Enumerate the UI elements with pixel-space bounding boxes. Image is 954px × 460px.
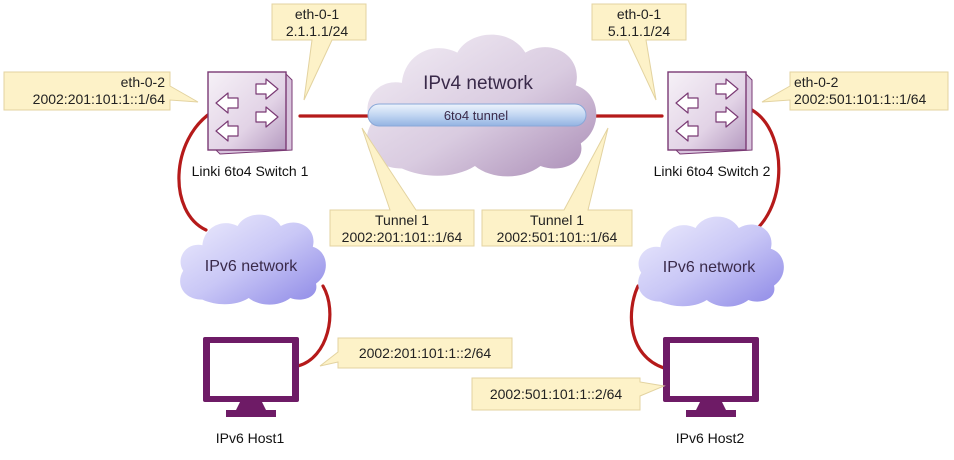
ipv6-network-cloud-right: IPv6 network — [638, 216, 784, 307]
ipv4-network-label: IPv4 network — [423, 73, 533, 94]
callout-address: 2002:201:101:1::2/64 — [359, 345, 492, 361]
link-ipv6-right-host2 — [629, 284, 666, 370]
switch-2-label: Linki 6to4 Switch 2 — [654, 163, 771, 179]
ipv6-network-right-label: IPv6 network — [663, 259, 756, 276]
callout-address: 2002:201:101:1::1/64 — [33, 91, 166, 107]
monitor-icon — [663, 337, 759, 417]
host-2: IPv6 Host2 — [663, 337, 759, 446]
callout-address: 2.1.1.1/24 — [286, 23, 348, 39]
switch-2: Linki 6to4 Switch 2 — [654, 71, 771, 179]
host-2-label: IPv6 Host2 — [676, 430, 745, 446]
switch-icon — [207, 71, 293, 155]
callout-address: 2002:501:101:1::1/64 — [794, 91, 927, 107]
ipv4-network-cloud: IPv4 network — [366, 34, 597, 177]
callout-switch2-eth-0-2: eth-0-2 2002:501:101:1::1/64 — [761, 71, 949, 111]
host-1: IPv6 Host1 — [203, 337, 299, 446]
links — [177, 108, 781, 370]
callout-switch1-eth-0-2: eth-0-2 2002:201:101:1::1/64 — [3, 71, 199, 111]
callout-interface: eth-0-1 — [617, 6, 662, 22]
callout-tunnel1-left: Tunnel 1 2002:201:101::1/64 — [329, 127, 475, 247]
callout-tunnel1-right: Tunnel 1 2002:501:101::1/64 — [481, 127, 633, 247]
tunnel-pipe — [367, 103, 587, 127]
callout-host2: 2002:501:101:1::2/64 — [471, 377, 666, 411]
callout-address: 2002:501:101:1::2/64 — [490, 386, 623, 402]
ipv6-network-cloud-left: IPv6 network — [180, 214, 326, 305]
link-switch1-ipv6-left — [177, 110, 214, 232]
6to4-tunnel: 6to4 tunnel — [367, 103, 587, 127]
callout-interface: Tunnel 1 — [530, 212, 584, 228]
callout-interface: eth-0-2 — [121, 74, 166, 90]
callout-address: 2002:501:101::1/64 — [497, 229, 618, 245]
callout-switch2-eth-0-1: eth-0-1 5.1.1.1/24 — [591, 3, 687, 101]
monitor-icon — [203, 337, 299, 417]
callout-address: 2002:201:101::1/64 — [342, 229, 463, 245]
ipv6-network-left-label: IPv6 network — [205, 258, 298, 275]
tunnel-label: 6to4 tunnel — [444, 108, 508, 123]
callout-interface: Tunnel 1 — [375, 212, 429, 228]
link-ipv6-left-host1 — [296, 284, 332, 368]
callout-address: 5.1.1.1/24 — [608, 23, 670, 39]
callout-host1: 2002:201:101:1::2/64 — [319, 337, 513, 369]
switch-1: Linki 6to4 Switch 1 — [192, 71, 309, 179]
switch-icon — [667, 71, 753, 155]
host-1-label: IPv6 Host1 — [216, 430, 285, 446]
callout-switch1-eth-0-1: eth-0-1 2.1.1.1/24 — [271, 3, 367, 101]
switch-1-label: Linki 6to4 Switch 1 — [192, 163, 309, 179]
callout-interface: eth-0-1 — [295, 6, 340, 22]
callout-interface: eth-0-2 — [794, 74, 839, 90]
